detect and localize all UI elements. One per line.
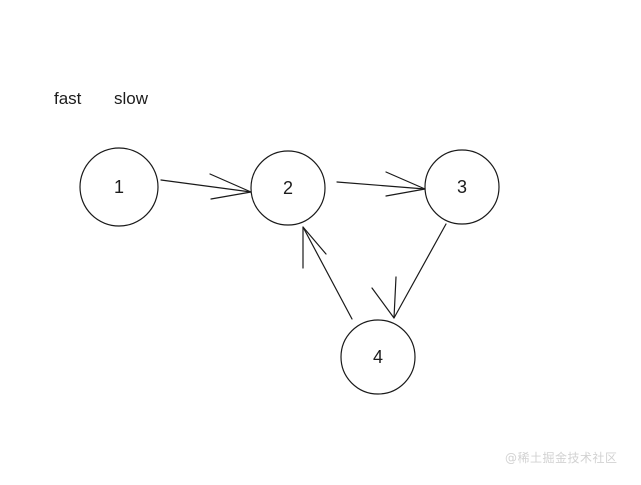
pointer-label-fast: fast	[54, 89, 82, 108]
node-4-circle[interactable]	[340, 319, 416, 395]
node-2-circle[interactable]	[250, 150, 326, 226]
node-2-label: 2	[283, 178, 293, 198]
node-1-circle[interactable]	[79, 147, 159, 227]
edge-1-to-2	[160, 173, 252, 200]
node-4-label: 4	[373, 347, 383, 367]
node-1-label: 1	[114, 177, 124, 197]
node-3[interactable]: 3	[424, 149, 500, 225]
edge-2-to-3	[336, 171, 426, 197]
node-3-label: 3	[457, 177, 467, 197]
watermark-text: @稀土掘金技术社区	[505, 451, 618, 465]
node-2[interactable]: 2	[250, 150, 326, 226]
edge-4-to-2	[302, 226, 353, 320]
node-1[interactable]: 1	[79, 147, 159, 227]
edge-3-to-4	[371, 223, 447, 319]
node-4[interactable]: 4	[340, 319, 416, 395]
pointer-label-slow: slow	[114, 89, 149, 108]
node-3-circle[interactable]	[424, 149, 500, 225]
